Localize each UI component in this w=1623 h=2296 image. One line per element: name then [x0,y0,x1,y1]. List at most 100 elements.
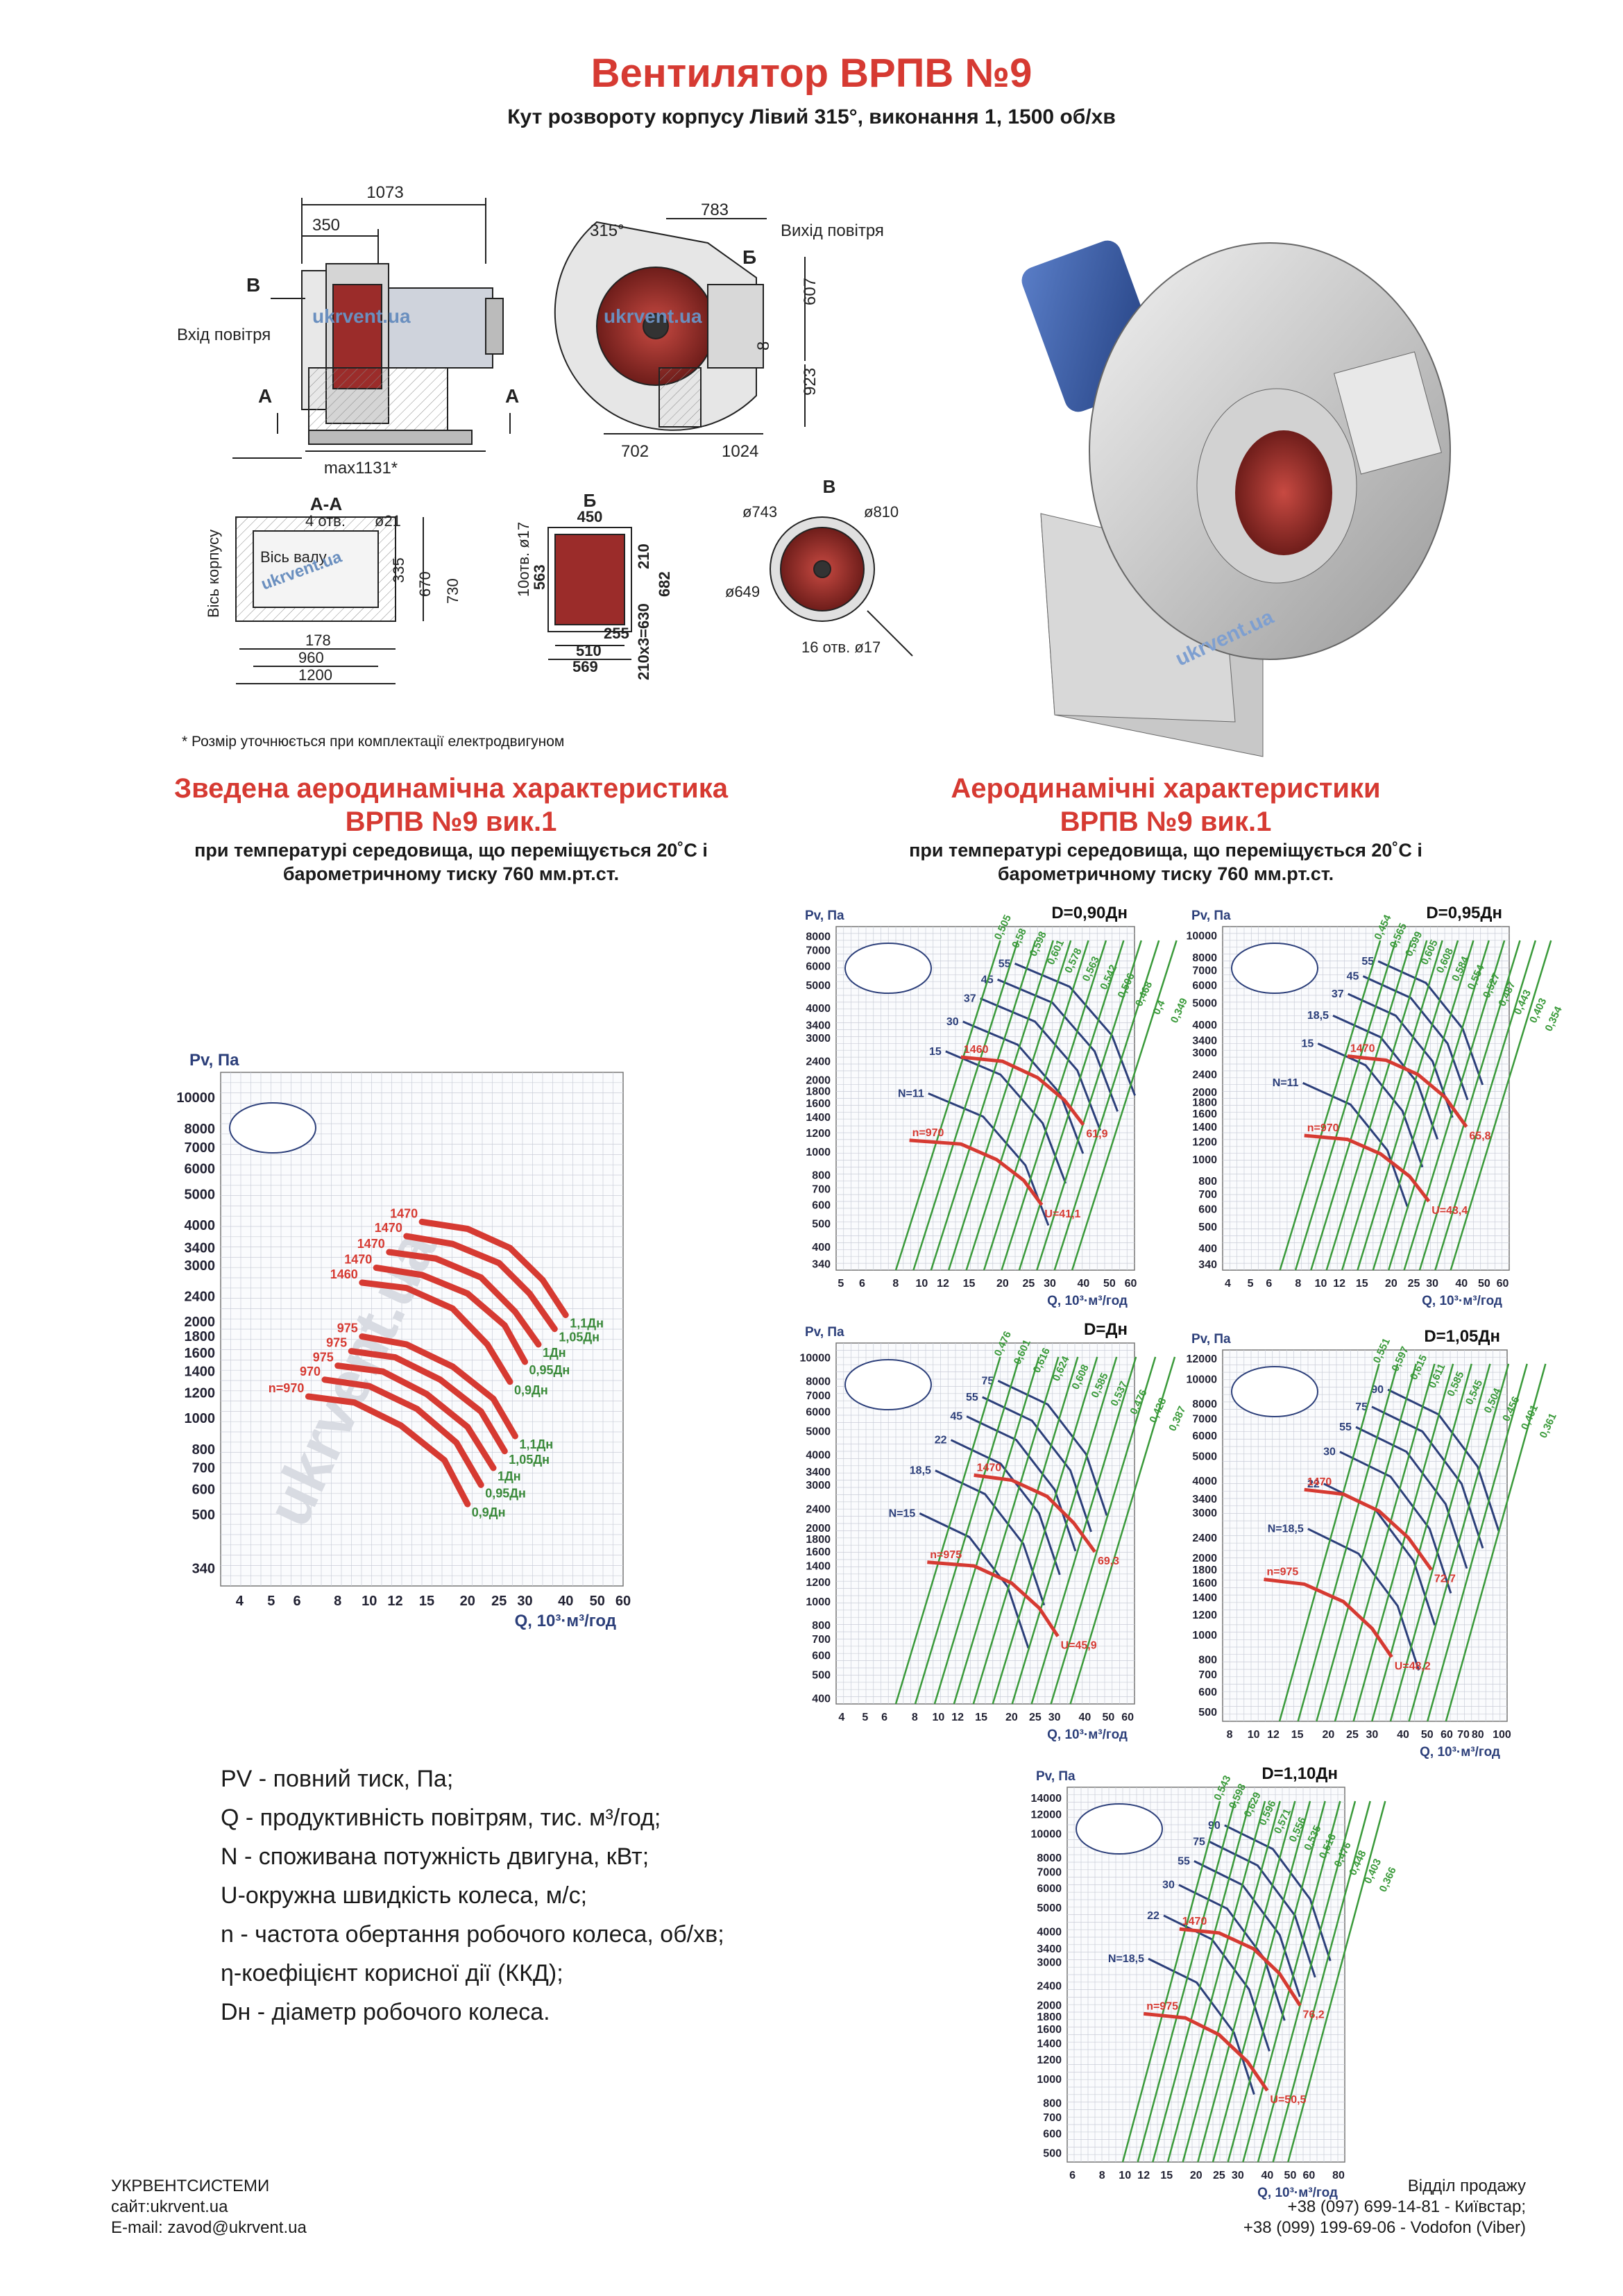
power-curve [1163,1914,1271,2052]
y-tick-label: 4000 [1192,1020,1217,1031]
y-tick-label: 3400 [806,1020,831,1031]
y-tick-label: 6000 [1192,1430,1217,1442]
power-label: 22 [1307,1478,1320,1490]
y-tick-label: 7000 [185,1140,216,1156]
series-name-label: 1,1Дн [570,1317,604,1331]
efficiency-ray [1071,940,1178,1271]
series-curve [334,1362,497,1471]
speed-curve [1143,2011,1269,2092]
y-tick-label: 800 [812,1620,831,1632]
v-d743: ø743 [742,503,777,521]
dim-783: 783 [701,201,729,219]
aa-axis-body: Вісь корпусу [205,530,222,618]
b-holes: 10отв. ø17 [515,522,532,597]
series-curve [359,1333,518,1440]
y-tick-label: 800 [192,1442,215,1458]
x-tick-label: 20 [996,1278,1009,1290]
y-tick-label: 500 [812,1219,831,1231]
efficiency-ray [1418,940,1521,1271]
x-tick-label: 15 [1291,1729,1304,1741]
y-axis-label: Pv, Па [805,1325,844,1340]
chart-title: D=0,95Дн [1426,904,1502,922]
series-curve [321,1376,484,1488]
x-tick-label: 15 [963,1278,976,1290]
legend-key: η [221,1960,234,1986]
y-tick-label: 1800 [806,1534,831,1546]
x-tick-label: 40 [1455,1278,1468,1290]
x-tick-label: 15 [419,1594,434,1609]
power-curve [962,1020,1085,1154]
speed-label: n=975 [930,1549,962,1561]
y-tick-label: 2000 [1192,1553,1217,1564]
y-tick-label: 10000 [1031,1829,1062,1841]
legend-text: -коефіцієнт корисної дії (ККД); [233,1960,563,1986]
x-tick-label: 8 [892,1278,899,1290]
y-tick-label: 8000 [806,1376,831,1388]
x-tick-label: 4 [236,1594,244,1609]
y-tick-label: 10000 [176,1090,215,1106]
efficiency-ray [1278,1363,1380,1722]
manufacturer-logo [229,1102,316,1154]
y-axis-label: Pv, Па [805,909,844,923]
y-tick-label: 10000 [1187,931,1218,943]
series-name-label: 1,05Дн [509,1453,550,1467]
y-tick-label: 1600 [1037,2024,1062,2036]
y-tick-label: 1400 [185,1365,216,1380]
speed-label: 1470 [1307,1476,1332,1488]
y-tick-label: 2400 [1037,1981,1062,1993]
label-a2: А [505,385,519,407]
y-tick-label: 2000 [1037,2000,1062,2012]
phone-2[interactable]: +38 (099) 199-69-06 - Vodofon (Viber) [1243,2218,1526,2237]
y-tick-label: 3400 [1037,1943,1062,1955]
label-outlet: Вихід повітря [781,221,884,240]
dim-607: 607 [801,278,819,305]
x-tick-label: 80 [1472,1729,1484,1741]
manufacturer-logo [844,1359,932,1410]
phone-1[interactable]: +38 (097) 699-14-81 - Київстар; [1287,2197,1526,2216]
efficiency-ray [1121,1800,1221,2163]
aa-hole-d: ø21 [375,512,401,530]
site-link[interactable]: сайт:ukrvent.ua [111,2197,228,2216]
power-curve [966,1415,1077,1552]
y-tick-label: 10000 [800,1353,831,1365]
efficiency-ray [1341,940,1443,1271]
email-link[interactable]: E-mail: zavod@ukrvent.ua [111,2218,307,2237]
left-title-2: ВРПВ №9 вик.1 [345,807,557,837]
legend-item: N - споживана потужність двигуна, кВт; [221,1837,724,1876]
y-tick-label: 1800 [185,1329,216,1344]
x-tick-label: 15 [975,1712,987,1723]
x-tick-label: 40 [1079,1712,1091,1723]
power-label: 75 [1355,1401,1368,1413]
efficiency-ray [965,940,1072,1271]
efficiency-ray [1212,1800,1311,2163]
page-title: Вентилятор ВРПВ №9 [590,51,1033,96]
front-watermark: ukrvent.ua [604,305,702,327]
efficiency-ray [1030,1356,1137,1705]
label-b-side: В [246,274,260,296]
legend-item: PV - повний тиск, Па; [221,1759,724,1798]
efficiency-ray [894,940,1001,1271]
y-tick-label: 1400 [1192,1122,1217,1133]
efficiency-label: 0,387 [1166,1404,1188,1433]
x-tick-label: 10 [915,1278,928,1290]
manufacturer-logo [1076,1803,1163,1855]
y-tick-label: 1400 [1037,2038,1062,2050]
efficiency-ray [933,1356,1040,1705]
efficiency-label: 0,349 [1169,996,1190,1024]
manufacturer-logo [1231,1366,1318,1417]
efficiency-ray [894,1356,1001,1705]
x-tick-label: 12 [951,1712,964,1723]
x-tick-label: 40 [1261,2170,1274,2181]
x-tick-label: 60 [1125,1278,1137,1290]
v-title: В [823,476,836,497]
y-tick-label: 7000 [1037,1866,1062,1878]
efficiency-label: 0,361 [1538,1411,1559,1440]
efficiency-ray [1182,1800,1281,2163]
power-curve [1371,1406,1484,1549]
y-tick-label: 1000 [1037,2074,1062,2086]
power-label: 55 [1178,1855,1190,1867]
footer-left: УКРВЕНТСИСТЕМИ сайт:ukrvent.ua E-mail: z… [111,2176,307,2238]
speed-label: n=975 [1146,2000,1178,2012]
